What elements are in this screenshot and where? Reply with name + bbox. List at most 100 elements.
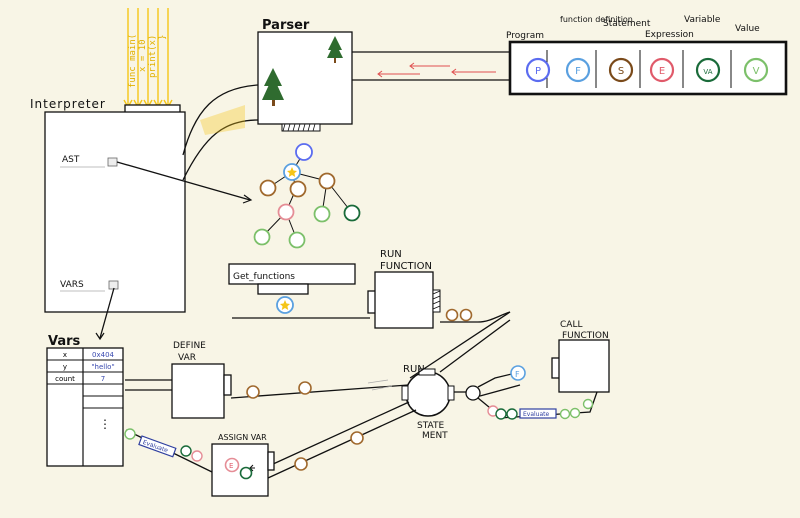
legend-node-value (743, 57, 769, 83)
legend-letter: V (753, 66, 760, 77)
interpreter-title: Interpreter (30, 97, 106, 111)
vars-row-value: 0x404 (92, 351, 115, 359)
vars-table-title: Vars (48, 334, 81, 349)
code-input: func main( x = 10 print(x) } (123, 8, 173, 109)
legend-node-variable (695, 57, 721, 83)
legend-node-program (525, 57, 551, 83)
parser-grill (281, 123, 321, 132)
call-function-box (558, 339, 610, 393)
interpreter-box (44, 111, 186, 313)
code-line-4: } (158, 35, 168, 40)
define-var-box (171, 363, 225, 419)
get-functions-label: Get_functions (233, 272, 295, 282)
statement-token (445, 308, 459, 322)
get-functions-base (257, 283, 309, 295)
legend-caption-function: function definition (560, 15, 633, 24)
ast-node-expression (277, 203, 295, 221)
ast-tree (116, 143, 361, 249)
assign-var-port (267, 451, 275, 471)
branch-joint (465, 385, 481, 401)
legend-caption-variable: Variable (684, 15, 721, 25)
parser: Parser (257, 18, 510, 132)
legend-letter: VA (703, 68, 712, 76)
ast-node-statement (259, 179, 277, 197)
legend-letter: S (618, 66, 624, 77)
legend-node-function (565, 57, 591, 83)
vars-label: VARS (60, 280, 84, 290)
variable-token (180, 445, 192, 457)
ast-label: AST (62, 155, 80, 165)
value-token (582, 398, 594, 410)
ast-pointer-arrow (116, 161, 251, 201)
statement-token (294, 457, 308, 471)
ast-port (107, 157, 118, 167)
statement-token (350, 431, 364, 445)
assign-var-box (211, 443, 269, 497)
tree-icon (327, 36, 343, 63)
value-token (124, 428, 136, 440)
vars-ellipsis: ⋮ (99, 417, 111, 431)
function-token (510, 365, 526, 381)
assign-var: ASSIGN VAR E Evaluate (124, 428, 275, 497)
vars-row-name: y (63, 363, 67, 371)
legend-node-expression (649, 57, 675, 83)
value-token (569, 407, 581, 419)
function-token-letter: F (515, 370, 520, 379)
vars-row-name: x (63, 351, 67, 359)
run-title: RUN (403, 364, 425, 375)
call-function-title-1: CALL (560, 320, 582, 330)
ast-node-value (288, 231, 306, 249)
code-line-3: print(x) (148, 35, 158, 78)
evaluate-box (138, 435, 177, 458)
run-statement-hub: RUN STATE MENT F (259, 311, 526, 479)
flow-arrows (377, 62, 496, 78)
run-statement-gear (405, 371, 451, 417)
ast-node-statement (289, 180, 307, 198)
expression-token (224, 457, 240, 473)
ast-node-program (295, 143, 313, 161)
legend-letter: E (659, 66, 665, 77)
ast-node-value (313, 205, 331, 223)
star-icon (280, 300, 290, 310)
legend-node-statement (608, 57, 634, 83)
define-var-title-2: VAR (178, 353, 196, 363)
code-line-1: func main( (128, 34, 138, 88)
vars-row-value: 7 (101, 375, 105, 383)
assign-var-title: ASSIGN VAR (218, 433, 267, 442)
ast-node-statement (318, 172, 336, 190)
statement-title-1: STATE (417, 421, 444, 431)
tree-icon (262, 68, 284, 106)
expression-token-letter: E (229, 462, 233, 470)
legend-caption-value: Value (735, 24, 760, 34)
define-var: DEFINE VAR (125, 341, 409, 419)
legend-caption-program: Program (506, 31, 544, 41)
evaluate-label: Evaluate (523, 411, 550, 418)
run-function-title-1: RUN (380, 249, 402, 260)
call-function: CALL FUNCTION Evaluate (487, 320, 610, 420)
run-function: RUN FUNCTION (367, 249, 511, 329)
ast-node-variable (343, 204, 361, 222)
evaluate-box (519, 408, 557, 419)
statement-token (459, 308, 473, 322)
interpreter-parser-tube (182, 84, 259, 181)
parser-title: Parser (262, 18, 310, 33)
legend-caption-expression: Expression (645, 30, 694, 40)
variable-token (239, 466, 253, 480)
code-line-2: x = 10 (138, 39, 148, 72)
expression-token (191, 450, 203, 462)
value-token (559, 408, 571, 420)
vars-row-name: count (55, 375, 75, 383)
vars-row-value: "hello" (91, 363, 114, 371)
variable-token (495, 408, 507, 420)
statement-token (246, 385, 260, 399)
vars-table-box (46, 347, 124, 467)
legend-box (508, 40, 788, 96)
run-function-box (374, 271, 434, 329)
define-var-port (223, 374, 232, 396)
statement-token (298, 381, 312, 395)
run-function-title-2: FUNCTION (380, 261, 432, 272)
variable-token (506, 408, 518, 420)
legend-letter: F (575, 66, 581, 77)
define-var-title-1: DEFINE (173, 341, 206, 351)
